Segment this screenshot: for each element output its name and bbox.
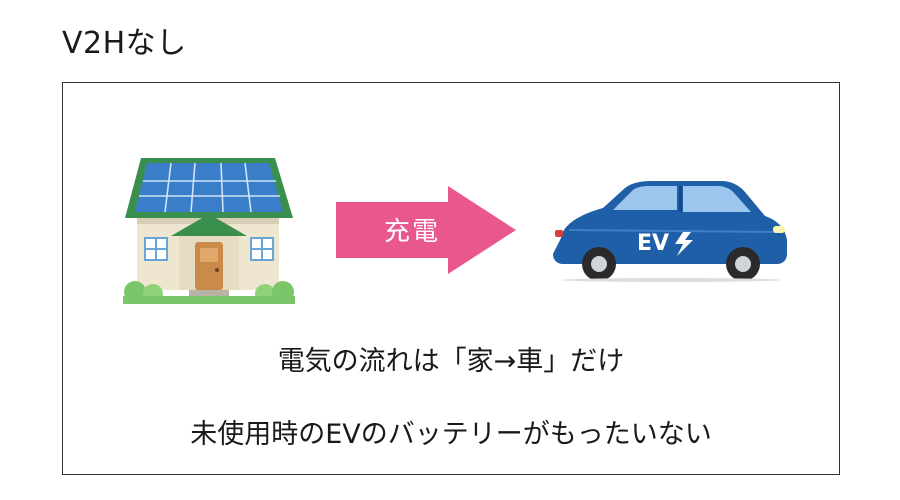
electric-car-icon: EV xyxy=(553,181,787,282)
ev-badge-text: EV xyxy=(637,231,669,256)
charge-arrow-icon xyxy=(336,186,516,274)
diagram-title: V2Hなし xyxy=(62,26,187,61)
charge-label: 充電 xyxy=(383,217,440,247)
house-with-solar-panels-icon xyxy=(123,158,295,304)
caption-flow: 電気の流れは「家→車」だけ xyxy=(277,346,625,377)
lightning-icon xyxy=(675,232,693,256)
caption-waste: 未使用時のEVのバッテリーがもったいない xyxy=(190,419,712,450)
diagram-frame xyxy=(62,82,840,475)
